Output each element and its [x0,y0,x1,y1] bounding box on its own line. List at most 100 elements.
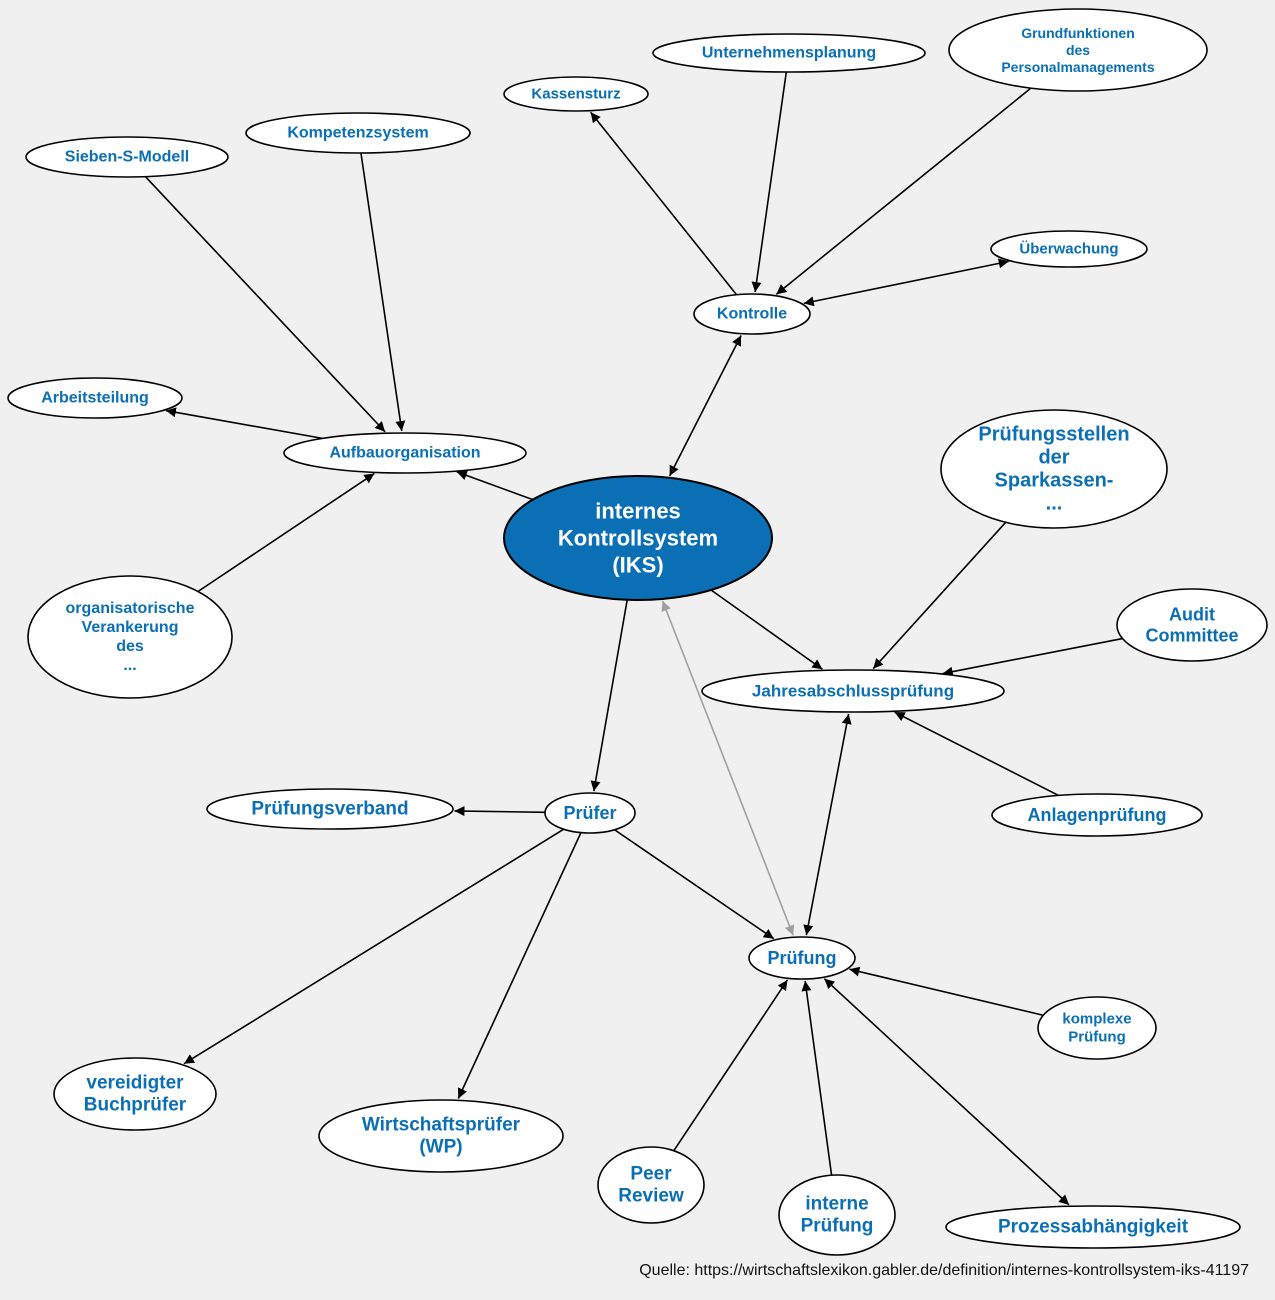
node-kompetenzsystem: Kompetenzsystem [245,112,471,154]
node-label-vereidigter-line-0: vereidigter [86,1073,184,1094]
node-ellipse-wp [318,1099,564,1173]
node-label-audit-committee-line-1: Committee [1145,626,1238,646]
node-ellipse-kompetenzsystem [245,112,471,154]
edge-sieben-s-to-aufbauorganisation [144,176,386,433]
edge-aufbauorganisation-to-arbeitsteilung [165,407,323,440]
edge-peer-review-to-pruefung [673,979,789,1152]
node-label-kassensturz-line-0: Kassensturz [531,86,620,103]
node-label-pruefer-line-0: Prüfer [563,803,616,823]
node-label-iks-line-0: internes [595,499,681,524]
node-label-interne-pruefung-line-0: interne [805,1194,868,1215]
node-ellipse-kontrolle [693,293,811,335]
node-ellipse-anlagenpruefung [991,793,1203,837]
node-ellipse-unternehmensplanung [652,33,926,73]
node-label-audit-committee-line-0: Audit [1169,605,1215,625]
node-label-iks-line-2: (IKS) [612,553,663,578]
node-label-org-verankerung-line-2: des [116,638,144,655]
edge-org-verankerung-to-aufbauorganisation [197,472,375,593]
node-label-org-verankerung-line-0: organisatorische [66,600,195,617]
edge-pruefer-to-wp [457,832,582,1099]
edge-iks-to-pruefer [590,599,629,792]
node-prozess: Prozessabhängigkeit [945,1205,1241,1249]
node-label-pruefungsstellen-line-3: ... [1046,493,1063,515]
edge-pruefung-to-iks [661,600,795,936]
node-label-kompetenzsystem-line-0: Kompetenzsystem [287,125,428,142]
node-label-peer-review-line-1: Review [618,1186,684,1207]
node-label-peer-review-line-0: Peer [630,1164,672,1185]
node-ellipse-iks [503,475,773,601]
node-label-grundfunktionen-line-2: Personalmanagements [1001,59,1154,75]
node-pruefungsverband: Prüfungsverband [206,788,454,830]
node-ellipse-sieben-s [25,136,229,178]
edge-pruefungsstellen-to-jahresabschluss [872,521,1007,670]
edge-pruefer-to-pruefungsverband [454,806,546,817]
node-ellipse-audit-committee [1116,588,1268,662]
node-label-komplexe-line-0: komplexe [1062,1011,1131,1028]
node-label-pruefungsstellen-line-0: Prüfungsstellen [978,424,1129,446]
node-anlagenpruefung: Anlagenprüfung [991,793,1203,837]
node-sieben-s: Sieben-S-Modell [25,136,229,178]
edge-unternehmensplanung-to-kontrolle [751,71,788,293]
node-label-anlagenpruefung-line-0: Anlagenprüfung [1028,805,1167,825]
node-ellipse-pruefung [748,936,856,980]
node-ellipse-kassensturz [503,76,649,112]
node-unternehmensplanung: Unternehmensplanung [652,33,926,73]
edge-kontrolle-to-ueberwachung [803,258,1009,307]
node-ellipse-pruefer [544,792,636,834]
edge-iks-to-kontrolle [668,335,742,477]
node-label-pruefungsverband-line-0: Prüfungsverband [251,799,408,820]
node-wp: Wirtschaftsprüfer(WP) [318,1099,564,1173]
node-label-pruefungsstellen-line-1: der [1038,447,1069,469]
node-label-jahresabschluss-line-0: Jahresabschlussprüfung [752,682,954,701]
node-label-grundfunktionen-line-1: des [1066,42,1090,58]
node-label-unternehmensplanung-line-0: Unternehmensplanung [702,45,876,62]
source-caption: Quelle: https://wirtschaftslexikon.gable… [639,1262,1249,1279]
node-pruefung: Prüfung [748,936,856,980]
node-ellipse-jahresabschluss [701,669,1005,713]
node-label-pruefung-line-0: Prüfung [768,948,837,968]
node-label-ueberwachung-line-0: Überwachung [1019,241,1118,258]
node-jahresabschluss: Jahresabschlussprüfung [701,669,1005,713]
node-ellipse-aufbauorganisation [283,432,527,474]
node-arbeitsteilung: Arbeitsteilung [7,377,183,419]
node-ellipse-pruefungsverband [206,788,454,830]
edge-jahresabschluss-to-pruefung [803,713,852,936]
edge-anlagenpruefung-to-jahresabschluss [894,711,1059,797]
node-label-prozess-line-0: Prozessabhängigkeit [998,1217,1189,1238]
node-ellipse-pruefungsstellen [940,409,1168,529]
node-aufbauorganisation: Aufbauorganisation [283,432,527,474]
node-ellipse-org-verankerung [27,575,233,699]
node-pruefungsstellen: PrüfungsstellenderSparkassen-... [940,409,1168,529]
node-ellipse-ueberwachung [990,230,1148,268]
edge-pruefer-to-vereidigter [183,828,565,1065]
node-ellipse-vereidigter [53,1057,217,1131]
edge-pruefer-to-pruefung [614,829,775,940]
node-ellipse-peer-review [597,1146,705,1224]
node-label-aufbauorganisation-line-0: Aufbauorganisation [329,445,480,462]
node-label-wp-line-1: (WP) [419,1137,462,1158]
edge-pruefung-to-prozess [823,978,1070,1206]
node-label-grundfunktionen-line-0: Grundfunktionen [1021,25,1135,41]
edge-kompetenzsystem-to-aufbauorganisation [360,152,406,432]
node-label-org-verankerung-line-1: Verankerung [82,619,179,636]
edge-iks-to-aufbauorganisation [456,470,534,501]
node-kontrolle: Kontrolle [693,293,811,335]
node-ellipse-arbeitsteilung [7,377,183,419]
node-ellipse-komplexe [1037,996,1157,1060]
node-label-pruefungsstellen-line-2: Sparkassen- [995,470,1114,492]
node-ellipse-interne-pruefung [778,1174,896,1256]
node-label-vereidigter-line-1: Buchprüfer [84,1095,187,1116]
node-label-sieben-s-line-0: Sieben-S-Modell [65,149,189,166]
edge-audit-committee-to-jahresabschluss [942,637,1123,677]
node-label-komplexe-line-1: Prüfung [1068,1029,1126,1046]
node-kassensturz: Kassensturz [503,76,649,112]
node-label-org-verankerung-line-3: ... [123,657,136,674]
